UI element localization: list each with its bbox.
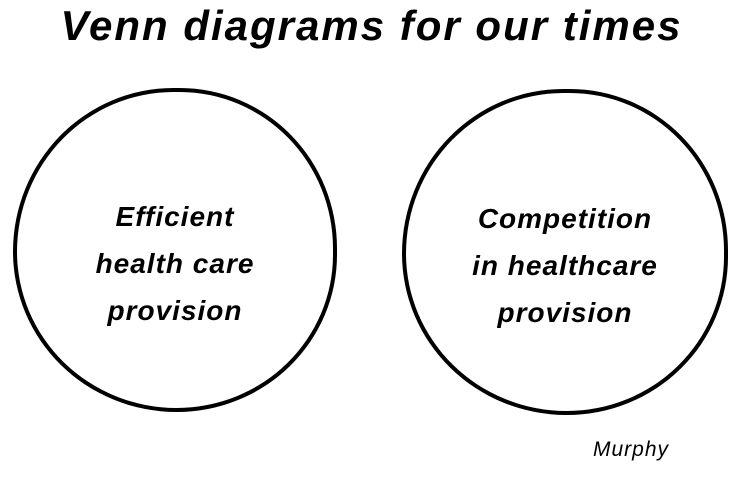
author-signature: Murphy (593, 438, 670, 461)
venn-circle-left: Efficient health care provision (13, 88, 337, 412)
venn-circle-right-label: Competition in healthcare provision (472, 202, 658, 328)
venn-circle-left-label: Efficient health care provision (95, 200, 255, 326)
page-title: Venn diagrams for our times (60, 2, 683, 49)
venn-circle-right: Competition in healthcare provision (402, 89, 728, 415)
